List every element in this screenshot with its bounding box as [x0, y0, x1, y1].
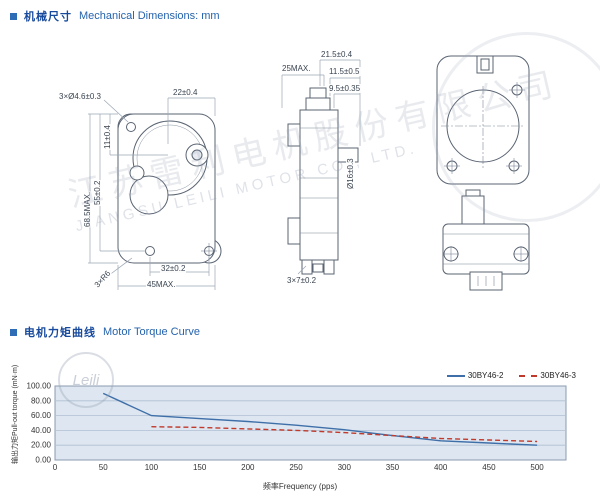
dim-label-55: 55±0.2 [93, 179, 102, 206]
svg-text:150: 150 [193, 463, 207, 472]
connector-view-drawing [442, 189, 530, 291]
svg-text:300: 300 [338, 463, 352, 472]
svg-text:0: 0 [53, 463, 58, 472]
section-title-en: Motor Torque Curve [103, 326, 201, 338]
svg-text:0.00: 0.00 [35, 456, 51, 465]
svg-text:80.00: 80.00 [31, 396, 52, 405]
legend-label: 30BY46-3 [540, 371, 576, 380]
section-bullet-icon [10, 12, 17, 20]
svg-text:20.00: 20.00 [31, 441, 52, 450]
svg-text:40.00: 40.00 [31, 426, 52, 435]
mechanical-dimensions-header: 机械尺寸 Mechanical Dimensions: mm [10, 8, 220, 24]
dim-label-3x7: 3×7±0.2 [286, 276, 318, 285]
dim-label-9-5: 9.5±0.35 [328, 84, 362, 93]
section-title-cn: 电机力矩曲线 [24, 327, 96, 339]
dim-label-32: 32±0.2 [160, 264, 187, 273]
legend-item-30by46-3: 30BY46-3 [519, 371, 576, 380]
dim-label-45: 45MAX. [146, 280, 177, 289]
series-line-swatch [519, 374, 538, 377]
dim-label-25: 25MAX. [281, 64, 312, 73]
detail-lines [201, 82, 529, 286]
svg-text:200: 200 [241, 463, 255, 472]
section-bullet-icon [10, 328, 17, 336]
dim-label-22: 22±0.4 [172, 88, 199, 97]
y-axis-label: 输出力矩Pull-out torque (mN·m) [12, 364, 19, 464]
svg-text:500: 500 [530, 463, 544, 472]
dim-label-21-5: 21.5±0.4 [320, 50, 354, 59]
profile-view-drawing [287, 87, 359, 275]
legend-item-30by46-2: 30BY46-2 [446, 371, 504, 380]
x-axis-label: 频率Frequency (pps) [262, 482, 338, 491]
svg-text:350: 350 [386, 463, 400, 472]
dim-label-11-5: 11.5±0.5 [328, 67, 361, 76]
section-title-cn: 机械尺寸 [24, 11, 72, 23]
svg-text:250: 250 [289, 463, 303, 472]
dim-label-mounting-holes: 3×Ø4.6±0.3 [58, 92, 102, 101]
svg-text:400: 400 [434, 463, 448, 472]
dim-label-11: 11±0.4 [103, 124, 112, 150]
torque-curve-chart: 0.00 20.00 40.00 60.00 80.00 100.00 0 50 100 150 2… [27, 382, 567, 472]
dim-label-d16: Ø16±0.3 [346, 157, 355, 190]
side-view-drawing [117, 113, 222, 264]
legend-label: 30BY46-2 [467, 371, 504, 380]
svg-text:100: 100 [145, 463, 159, 472]
svg-text:60.00: 60.00 [31, 411, 52, 420]
svg-text:50: 50 [99, 463, 108, 472]
svg-text:100.00: 100.00 [27, 382, 52, 391]
svg-text:450: 450 [482, 463, 496, 472]
chart-legend: 30BY46-2 30BY46-3 [446, 371, 576, 380]
dim-label-68-5: 68.5MAX. [83, 190, 92, 228]
section-title-en: Mechanical Dimensions: mm [79, 10, 220, 22]
series-line-swatch [446, 374, 465, 377]
mechanical-drawings: 3×Ø4.6±0.3 22±0.4 11±0.4 55±0.2 68.5MAX.… [0, 28, 600, 320]
torque-curve-header: 电机力矩曲线 Motor Torque Curve [10, 324, 200, 340]
